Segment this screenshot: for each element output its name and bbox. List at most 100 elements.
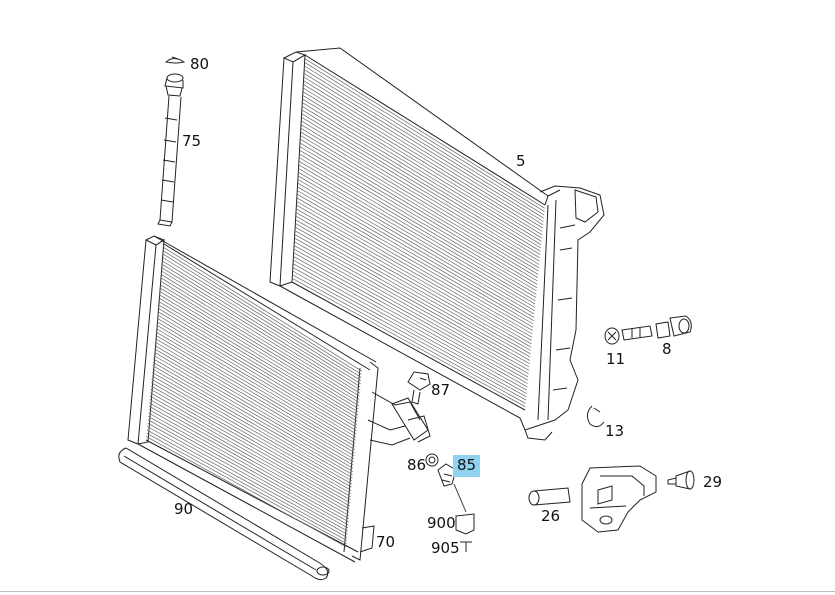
fin-line bbox=[299, 146, 538, 289]
callout-29[interactable]: 29 bbox=[703, 473, 723, 491]
fin-line bbox=[292, 277, 526, 408]
fin-line bbox=[152, 365, 353, 482]
fin-line bbox=[299, 142, 538, 285]
fin-line bbox=[304, 62, 545, 212]
fin-line bbox=[163, 247, 362, 372]
fin-line bbox=[303, 73, 544, 222]
fin-line bbox=[292, 267, 527, 398]
grommet-11 bbox=[604, 327, 620, 345]
connector-900 bbox=[455, 513, 475, 535]
fin-line bbox=[298, 171, 535, 312]
fin-line bbox=[156, 328, 356, 447]
fin-line bbox=[147, 426, 348, 538]
callout-900[interactable]: 900 bbox=[427, 514, 456, 532]
fin-line bbox=[152, 372, 352, 488]
callout-87[interactable]: 87 bbox=[431, 381, 451, 399]
fin-line bbox=[300, 124, 540, 269]
fin-line bbox=[302, 98, 542, 245]
fin-line bbox=[297, 182, 534, 322]
fin-line bbox=[154, 345, 354, 463]
fin-line bbox=[153, 355, 354, 472]
pipe-flange bbox=[391, 397, 431, 443]
mount-bracket bbox=[581, 465, 657, 533]
fin-line bbox=[300, 138, 538, 282]
fin-line bbox=[298, 164, 536, 305]
fin-line bbox=[299, 153, 537, 295]
fin-line bbox=[150, 388, 351, 504]
radiator-5 bbox=[269, 47, 605, 441]
pin-26 bbox=[528, 487, 571, 506]
fin-line bbox=[161, 267, 361, 391]
callout-26[interactable]: 26 bbox=[541, 507, 561, 525]
callout-80[interactable]: 80 bbox=[190, 55, 210, 73]
fin-line bbox=[304, 65, 545, 216]
fin-line bbox=[300, 127, 539, 272]
fin-line bbox=[148, 415, 349, 529]
fin-line bbox=[302, 102, 541, 249]
fin-line bbox=[297, 190, 534, 328]
fin-line bbox=[155, 334, 355, 454]
fin-line bbox=[292, 270, 527, 401]
fin-line bbox=[302, 91, 542, 239]
fin-line bbox=[160, 277, 360, 400]
fin-line bbox=[296, 193, 533, 331]
fin-line bbox=[151, 382, 351, 498]
fin-line bbox=[151, 375, 352, 491]
fin-line bbox=[299, 149, 537, 292]
callout-90[interactable]: 90 bbox=[174, 500, 194, 518]
fin-line bbox=[162, 253, 362, 378]
callout-8[interactable]: 8 bbox=[662, 340, 672, 358]
fin-line bbox=[147, 422, 348, 535]
fin-line bbox=[301, 106, 541, 252]
fin-line bbox=[301, 109, 541, 255]
fin-line bbox=[298, 160, 536, 302]
fin-line bbox=[160, 284, 359, 406]
fin-line bbox=[157, 317, 357, 438]
fin-line bbox=[303, 80, 543, 229]
fin-line bbox=[161, 274, 360, 397]
fin-line bbox=[150, 392, 351, 507]
fin-line bbox=[146, 429, 347, 541]
callout-905[interactable]: 905 bbox=[431, 539, 460, 557]
callout-11[interactable]: 11 bbox=[606, 350, 626, 368]
fin-line bbox=[304, 69, 544, 219]
fin-line bbox=[294, 241, 529, 374]
fin-line bbox=[161, 264, 361, 388]
callout-5[interactable]: 5 bbox=[516, 152, 526, 170]
fin-line bbox=[295, 215, 531, 351]
callout-13[interactable]: 13 bbox=[605, 422, 625, 440]
fin-line bbox=[294, 234, 530, 368]
fin-line bbox=[297, 186, 534, 325]
clip-905 bbox=[460, 541, 472, 552]
fin-line bbox=[156, 321, 356, 441]
fin-line bbox=[301, 120, 540, 265]
fin-line bbox=[295, 223, 531, 358]
bearing-8 bbox=[621, 315, 692, 341]
fin-line bbox=[292, 274, 526, 404]
pressure-sensor-85 bbox=[437, 463, 467, 513]
fin-line bbox=[162, 257, 362, 381]
callout-70[interactable]: 70 bbox=[376, 533, 396, 551]
fin-line bbox=[296, 197, 533, 335]
fin-line bbox=[153, 358, 353, 476]
fin-line bbox=[296, 208, 532, 345]
fin-line bbox=[161, 270, 360, 394]
fin-line bbox=[304, 58, 545, 209]
fin-line bbox=[159, 294, 359, 416]
fin-line bbox=[148, 412, 349, 526]
fin-line bbox=[295, 212, 532, 348]
callout-86[interactable]: 86 bbox=[407, 456, 427, 474]
fin-line bbox=[157, 307, 357, 428]
fin-line bbox=[303, 84, 543, 232]
fin-line bbox=[149, 402, 350, 516]
fin-line bbox=[303, 76, 544, 226]
fin-line bbox=[293, 252, 528, 384]
fin-line bbox=[152, 368, 352, 485]
callout-85-highlighted[interactable]: 85 bbox=[453, 455, 481, 477]
fin-line bbox=[154, 341, 355, 460]
fin-line bbox=[158, 297, 358, 419]
fin-line bbox=[155, 331, 355, 450]
fin-line bbox=[155, 338, 355, 457]
callout-75[interactable]: 75 bbox=[182, 132, 202, 150]
